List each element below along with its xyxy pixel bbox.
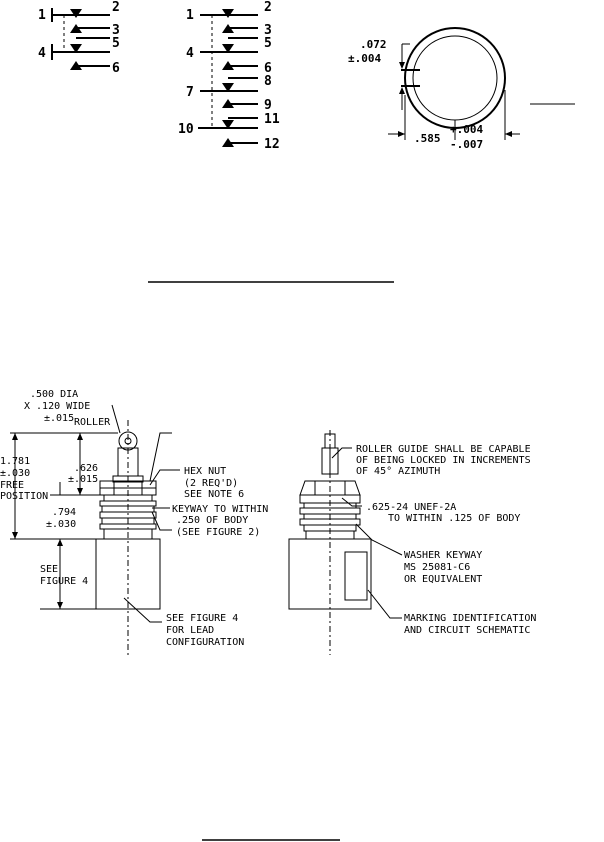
pin-label: 9	[264, 98, 272, 113]
callout-text: OR EQUIVALENT	[404, 574, 482, 585]
pin-label: 6	[112, 61, 120, 76]
diameter-dimension: .585	[414, 132, 441, 145]
callout-text: .625-24 UNEF-2A	[366, 502, 456, 513]
callout-text: MS 25081-C6	[404, 562, 470, 573]
callout-text: SEE	[40, 564, 58, 575]
callout-text: .250 OF BODY	[176, 515, 248, 526]
callout-text: CONFIGURATION	[166, 637, 244, 648]
callout-text: ±.015	[68, 474, 98, 485]
callout-text: WASHER KEYWAY	[404, 550, 482, 561]
pin-label: 12	[264, 137, 280, 152]
switch-left-view: .500 DIA X .120 WIDE ±.015 ROLLER 1.781 …	[0, 389, 268, 655]
callout-text: .794	[52, 507, 76, 518]
callout-text: ROLLER	[74, 417, 111, 428]
callout-text: OF BEING LOCKED IN INCREMENTS	[356, 455, 531, 466]
pin-label: 3	[112, 23, 120, 38]
thickness-dimension: .072	[360, 38, 387, 51]
callout-text: AND CIRCUIT SCHEMATIC	[404, 625, 530, 636]
circuit-schematic-a: 2 3 5 6 1 4	[38, 0, 120, 76]
pin-label: 2	[112, 0, 120, 15]
callout-text: (2 REQ'D)	[184, 478, 238, 489]
callout-text: ±.015	[44, 413, 74, 424]
mounting-hole-detail: .072 ±.004 .585 +.004 -.007	[348, 27, 575, 151]
callout-text: POSITION	[0, 491, 48, 502]
pin-label: 11	[264, 112, 280, 127]
pin-label: 7	[186, 85, 194, 100]
callout-text: FREE	[0, 480, 24, 491]
callout-text: ±.030	[46, 519, 76, 530]
callout-text: SEE NOTE 6	[184, 489, 244, 500]
pin-label: 1	[186, 8, 194, 23]
pin-label: 2	[264, 0, 272, 15]
diameter-tolerance-minus: -.007	[450, 138, 483, 151]
callout-text: .500 DIA	[30, 389, 78, 400]
callout-text: SEE FIGURE 4	[166, 613, 238, 624]
pin-label: 4	[186, 46, 194, 61]
pin-label: 6	[264, 61, 272, 76]
callout-text: TO WITHIN .125 OF BODY	[388, 513, 520, 524]
pin-label: 10	[178, 122, 194, 137]
callout-text: ±.030	[0, 468, 30, 479]
callout-text: FIGURE 4	[40, 576, 88, 587]
callout-text: ROLLER GUIDE SHALL BE CAPABLE	[356, 444, 531, 455]
thickness-tolerance: ±.004	[348, 52, 381, 65]
pin-label: 3	[264, 23, 272, 38]
callout-text: 1.781	[0, 456, 30, 467]
pin-label: 4	[38, 46, 46, 61]
callout-text: MARKING IDENTIFICATION	[404, 613, 536, 624]
callout-text: FOR LEAD	[166, 625, 214, 636]
pin-label: 5	[264, 36, 272, 51]
callout-text: X .120 WIDE	[24, 401, 90, 412]
callout-text: (SEE FIGURE 2)	[176, 527, 260, 538]
callout-text: OF 45° AZIMUTH	[356, 466, 440, 477]
pin-label: 5	[112, 36, 120, 51]
pin-label: 1	[38, 8, 46, 23]
callout-text: HEX NUT	[184, 466, 226, 477]
diameter-tolerance-plus: +.004	[450, 123, 483, 136]
circuit-schematic-b: 2 3 5 6 8 9 11 12 1 4 7 10	[178, 0, 280, 152]
callout-text: KEYWAY TO WITHIN	[172, 504, 268, 515]
callout-text: .626	[74, 463, 98, 474]
pin-label: 8	[264, 74, 272, 89]
switch-right-view: ROLLER GUIDE SHALL BE CAPABLE OF BEING L…	[288, 430, 536, 655]
